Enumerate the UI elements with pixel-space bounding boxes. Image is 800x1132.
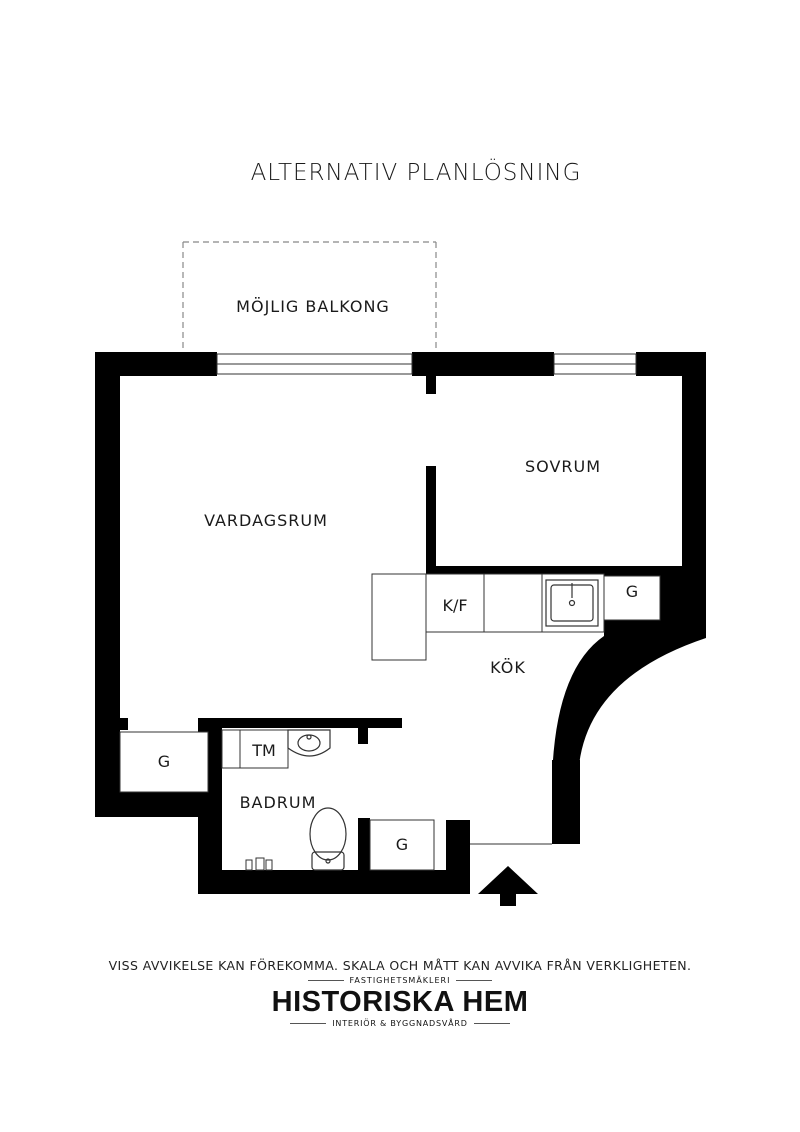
entrance-arrow-icon: [478, 866, 538, 906]
toilet-icon: [309, 807, 347, 871]
curved-wall: [552, 570, 706, 844]
closet-hall: [369, 819, 435, 871]
sink-icon: [545, 579, 599, 627]
closet-left-label: G: [158, 752, 170, 771]
closet-kitchen-label: G: [626, 582, 638, 601]
fridge-freezer-label: K/F: [442, 596, 467, 615]
windows: [216, 353, 637, 375]
bathroom-label: BADRUM: [240, 793, 317, 812]
closet-hall-label: G: [396, 835, 408, 854]
living-room-label: VARDAGSRUM: [204, 511, 328, 530]
logo-tagline-bottom-row: INTERIÖR & BYGGNADSVÅRD: [0, 1019, 800, 1028]
logo-rule: [473, 1023, 510, 1024]
logo-rule: [307, 980, 344, 981]
logo-name: HISTORISKA HEM: [271, 986, 529, 1018]
washing-machine: [221, 729, 289, 769]
bath-items: [245, 857, 273, 871]
closets: [119, 575, 661, 871]
kitchen-counter: [371, 573, 605, 661]
balcony-outline: [182, 241, 437, 352]
washing-machine-label: TM: [251, 741, 276, 760]
kitchen-label: KÖK: [490, 658, 526, 677]
page-title: ALTERNATIV PLANLÖSNING: [250, 160, 582, 186]
logo-tagline-bottom: INTERIÖR & BYGGNADSVÅRD: [332, 1019, 468, 1028]
logo: FASTIGHETSMÄKLERI HISTORISKA HEM INTERIÖ…: [0, 976, 800, 1028]
logo-tagline-top-row: FASTIGHETSMÄKLERI: [0, 976, 800, 985]
closet-kitchen: [603, 575, 661, 621]
washbasin-icon: [287, 729, 331, 757]
interior-walls: [120, 376, 682, 876]
logo-rule: [456, 980, 493, 981]
balcony-label: MÖJLIG BALKONG: [236, 297, 390, 316]
bedroom-label: SOVRUM: [525, 457, 601, 476]
logo-tagline-top: FASTIGHETSMÄKLERI: [349, 976, 451, 985]
disclaimer: VISS AVVIKELSE KAN FÖREKOMMA. SKALA OCH …: [108, 958, 692, 973]
closet-left: [119, 731, 209, 793]
logo-rule: [290, 1023, 327, 1024]
